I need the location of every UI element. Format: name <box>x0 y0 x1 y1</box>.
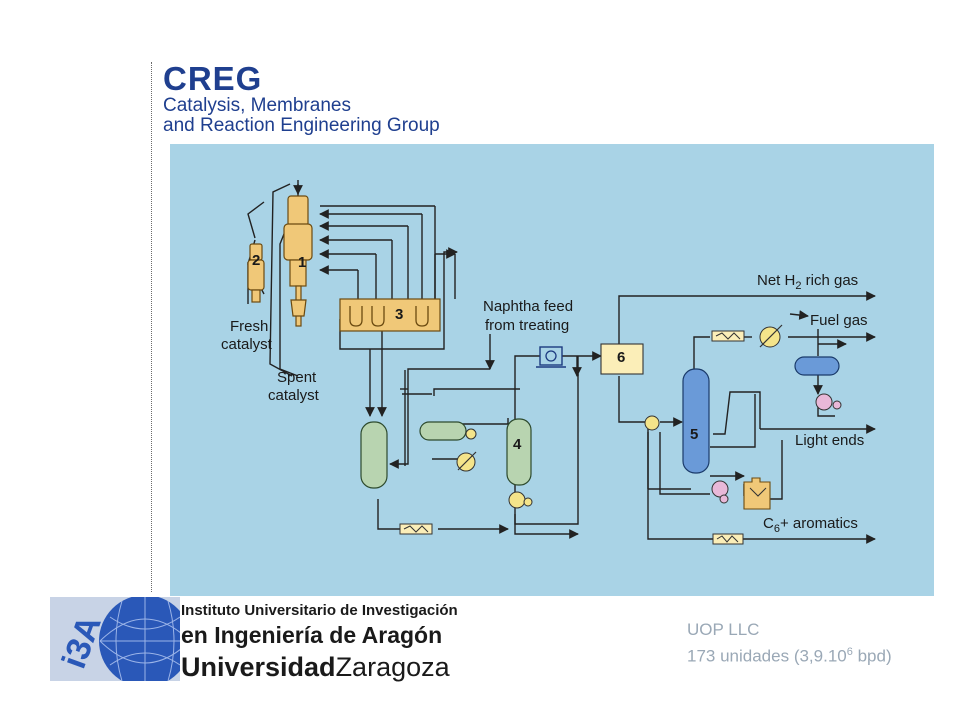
source-note: UOP LLC 173 unidades (3,9.106 bpd) <box>687 618 892 668</box>
net-h2-label: Net H2 rich gas <box>757 272 859 292</box>
divider-line <box>151 62 152 592</box>
creg-name-line2: and Reaction Engineering Group <box>163 115 440 136</box>
exchanger-fuel-gas <box>711 330 745 342</box>
drum-pump <box>465 428 477 440</box>
column-5 <box>682 368 710 474</box>
separator-vessel <box>360 421 388 489</box>
equipment-number-1: 1 <box>298 254 307 271</box>
horizontal-drum <box>419 421 467 441</box>
reflux-drum <box>794 356 840 376</box>
institute-block: Instituto Universitario de Investigación… <box>181 601 458 685</box>
light-ends-label: Light ends <box>795 432 865 449</box>
equipment-number-5: 5 <box>690 426 699 443</box>
spent-catalyst-label-1: Spent <box>277 369 317 386</box>
spent-catalyst-label-2: catalyst <box>268 387 319 404</box>
creg-acronym: CREG <box>163 60 263 97</box>
column-4-pump <box>508 491 526 509</box>
reactor-1 <box>283 195 313 327</box>
exchanger-bottom-left <box>399 523 433 535</box>
equipment-number-3: 3 <box>395 306 404 323</box>
naphtha-feed-label-1: Naphtha feed <box>483 298 574 315</box>
column-4 <box>506 418 532 486</box>
separator-6 <box>600 343 644 375</box>
institute-line2: en Ingeniería de Aragón <box>181 622 443 648</box>
flow-diagram-svg <box>247 180 876 545</box>
reflux-pump <box>815 393 833 411</box>
equipment-number-6: 6 <box>617 349 626 366</box>
equipment-number-2: 2 <box>252 252 261 269</box>
fresh-catalyst-label-1: Fresh <box>230 318 269 335</box>
creg-logo: CREG Catalysis, Membranes and Reaction E… <box>163 62 440 136</box>
i3a-globe-icon <box>99 597 180 681</box>
fuel-gas-label: Fuel gas <box>810 312 868 329</box>
naphtha-feed-label-2: from treating <box>485 317 570 334</box>
fresh-catalyst-label-2: catalyst <box>221 336 272 353</box>
source-units: 173 unidades (3,9.106 bpd) <box>687 646 892 666</box>
reboiler <box>743 477 771 510</box>
heater-3 <box>339 298 441 332</box>
creg-name-line1: Catalysis, Membranes <box>163 95 351 116</box>
regenerator-2 <box>247 243 265 303</box>
bottoms-pump <box>711 480 729 498</box>
equipment-number-4: 4 <box>513 436 522 453</box>
exchanger-aromatics <box>712 533 744 545</box>
process-flow-diagram: 1 2 3 4 5 6 Fresh catalyst Spent catalys… <box>170 144 934 596</box>
university-name: UniversidadZaragoza <box>181 652 450 682</box>
source-company: UOP LLC <box>687 620 760 639</box>
institute-line1: Instituto Universitario de Investigación <box>181 602 458 619</box>
i3a-logo: i3A <box>50 597 180 681</box>
aromatics-label: C6+ aromatics <box>763 515 858 535</box>
heat-exchanger <box>644 415 660 431</box>
